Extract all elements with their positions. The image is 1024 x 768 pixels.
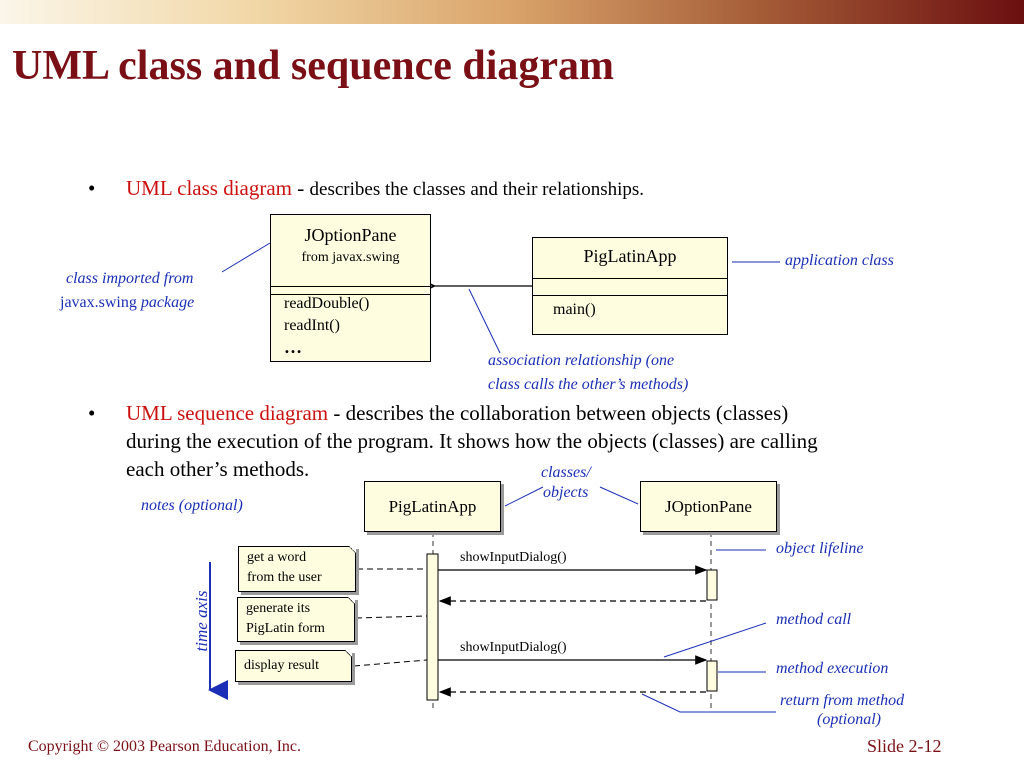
- note-class-imported: class imported from: [66, 270, 194, 287]
- label-time-axis: time axis: [192, 590, 211, 652]
- label-return-from-method: return from method: [780, 692, 905, 709]
- bullet-highlight: UML sequence diagram: [126, 401, 329, 425]
- bullet-line-1: describes the collaboration between obje…: [345, 401, 789, 425]
- class-name: JOptionPane: [304, 225, 397, 245]
- note-javax-package: javax.swing package: [60, 294, 194, 312]
- message-label: showInputDialog(): [460, 640, 567, 655]
- top-gradient-bar: [0, 0, 1024, 24]
- folded-corner-icon: [345, 650, 352, 657]
- method-item: …: [284, 337, 302, 357]
- footer-slide-number: Slide 2-12: [867, 736, 942, 756]
- bullet-separator: -: [328, 401, 346, 425]
- slide-title: UML class and sequence diagram: [12, 43, 615, 89]
- note-association-1: association relationship (one: [488, 352, 675, 369]
- object-joptionpane: JOptionPane: [640, 481, 777, 532]
- folded-corner-icon: [348, 597, 355, 604]
- label-method-call: method call: [776, 611, 852, 628]
- object-piglatinapp: PigLatinApp: [364, 481, 501, 532]
- method-item: readDouble(): [284, 295, 370, 312]
- label-method-execution: method execution: [776, 660, 889, 677]
- method-item: main(): [553, 301, 596, 318]
- label-return-optional: (optional): [817, 711, 881, 728]
- label-notes-optional: notes (optional): [141, 497, 243, 514]
- class-box-joptionpane: JOptionPane from javax.swing readDouble(…: [270, 214, 431, 362]
- note-line: generate its: [246, 601, 311, 616]
- class-box-piglatinapp: PigLatinApp main(): [532, 237, 728, 335]
- activation-joptionpane-2: [706, 660, 718, 692]
- note-line: from the user: [247, 570, 322, 585]
- note-line: display result: [244, 658, 320, 673]
- note-card-generate: generate its PigLatin form: [237, 597, 355, 642]
- note-line: PigLatin form: [246, 621, 325, 636]
- activation-piglatinapp: [426, 553, 439, 701]
- bullet-separator: -: [292, 176, 310, 200]
- message-label: showInputDialog(): [460, 550, 567, 565]
- bullet-class-diagram: • UML class diagram - describes the clas…: [88, 174, 645, 204]
- note-application-class: application class: [785, 252, 894, 269]
- activation-joptionpane-1: [706, 569, 718, 601]
- bullet-glyph: •: [88, 176, 96, 200]
- note-association-2: class calls the other’s methods): [488, 376, 689, 393]
- label-object-lifeline: object lifeline: [776, 540, 864, 557]
- bullet-sequence-diagram: • UML sequence diagram - describes the c…: [88, 399, 818, 483]
- bullet-text: describes the classes and their relation…: [309, 179, 645, 200]
- note-javax-plain: javax.swing: [60, 294, 137, 311]
- footer-copyright: Copyright © 2003 Pearson Education, Inc.: [28, 738, 301, 755]
- class-name: PigLatinApp: [583, 246, 677, 266]
- class-subtitle: from javax.swing: [301, 250, 400, 265]
- bullet-highlight: UML class diagram: [126, 176, 293, 200]
- bullet-line-3: each other’s methods.: [126, 457, 310, 481]
- note-card-display-result: display result: [235, 650, 352, 682]
- note-line: get a word: [247, 550, 307, 565]
- note-card-get-word: get a word from the user: [238, 546, 356, 592]
- method-item: readInt(): [284, 317, 340, 334]
- folded-corner-icon: [349, 546, 356, 553]
- label-classes: classes/: [541, 464, 591, 481]
- label-objects: objects: [543, 484, 589, 501]
- bullet-glyph: •: [88, 401, 96, 425]
- bullet-line-2: during the execution of the program. It …: [126, 429, 818, 453]
- note-javax-italic: package: [136, 294, 195, 311]
